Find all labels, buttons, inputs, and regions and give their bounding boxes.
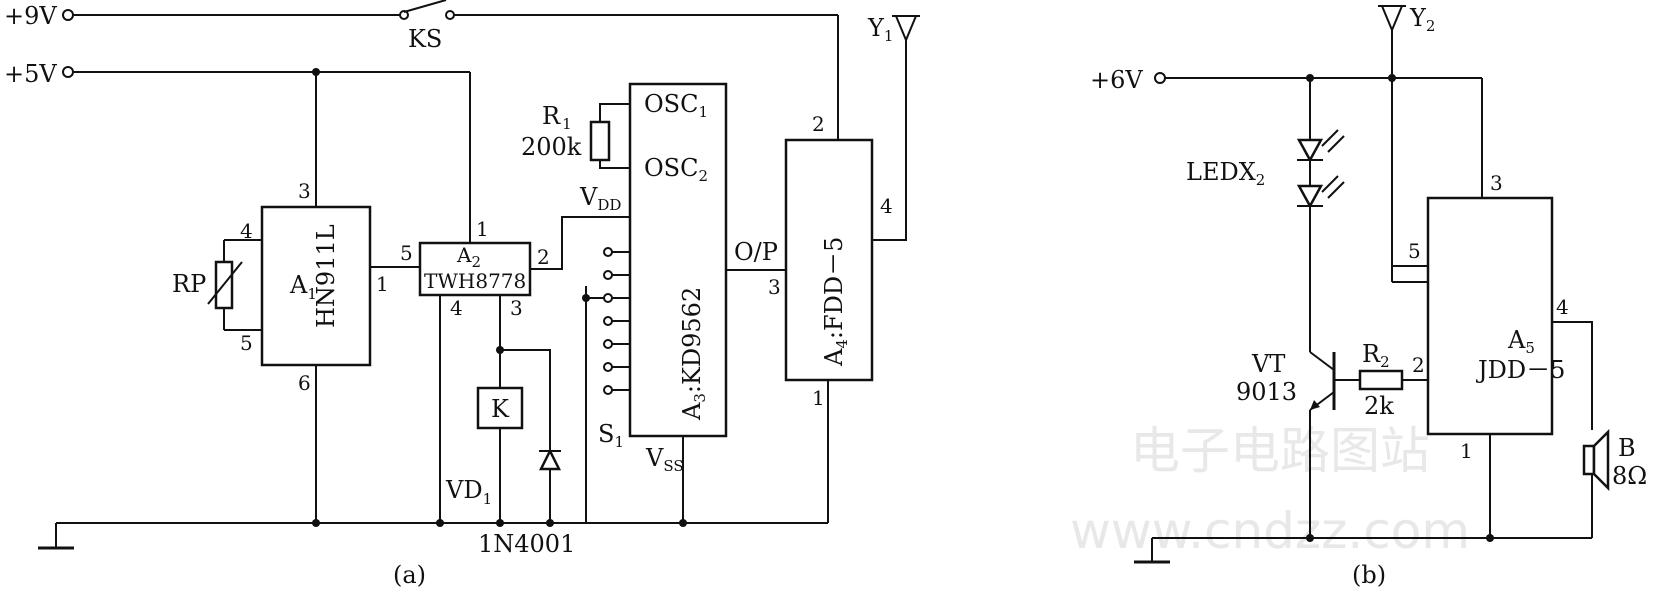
a3-osc1: OSC1 xyxy=(644,90,708,121)
a1-pin1: 1 xyxy=(376,272,389,296)
r2-value: 2k xyxy=(1364,392,1394,420)
caption-a: (a) xyxy=(393,561,426,589)
a2-part: TWH8778 xyxy=(424,269,526,293)
supply-9v-rail: +9V KS xyxy=(4,0,839,140)
label-ks: KS xyxy=(408,25,442,53)
watermark: 电子电路图站 www.cndzz.com xyxy=(1070,422,1470,560)
a2-pin3: 3 xyxy=(510,296,523,320)
a4-part: A4:FDD－5 xyxy=(820,237,851,367)
label-9v: +9V xyxy=(4,2,57,30)
a4-pin4: 4 xyxy=(880,194,893,218)
watermark-url: www.cndzz.com xyxy=(1070,502,1470,560)
supply-5v-rail: +5V xyxy=(4,60,471,243)
ic-a4: A4:FDD－5 2 4 1 xyxy=(784,40,907,523)
a5-pin1: 1 xyxy=(1460,439,1473,463)
a1-pin4: 4 xyxy=(240,219,253,243)
terminal-9v xyxy=(62,9,74,21)
terminal-6v xyxy=(1154,72,1166,84)
ground-bus-b xyxy=(1134,534,1592,564)
a5-pin3: 3 xyxy=(1490,171,1503,195)
ground-bus-a xyxy=(38,519,828,550)
terminal-5v xyxy=(62,66,74,78)
panel-a: +9V KS +5V A1 HN911L 3 4 5 1 6 xyxy=(4,0,920,589)
label-6v: +6V xyxy=(1090,66,1143,94)
speaker-name: B xyxy=(1618,434,1636,462)
speaker-b: B 8Ω xyxy=(1582,428,1647,538)
diode-vd1: VD1 1N4001 xyxy=(445,448,575,558)
speaker-value: 8Ω xyxy=(1612,462,1647,490)
a2-pin2: 2 xyxy=(537,245,550,269)
a2-pin5: 5 xyxy=(400,241,413,265)
a1-part: HN911L xyxy=(312,224,340,328)
a3-osc2: OSC2 xyxy=(644,154,708,185)
label-rp: RP xyxy=(172,270,206,298)
a1-pin5: 5 xyxy=(240,331,253,355)
a2-pin4: 4 xyxy=(450,296,463,320)
a3-vdd: VDD xyxy=(579,183,621,214)
a2-pin1: 1 xyxy=(476,217,489,241)
ledx2-label: LEDX2 xyxy=(1186,158,1265,189)
a5-pin4: 4 xyxy=(1556,295,1569,319)
a2-name: A2 xyxy=(456,243,481,271)
vt-part: 9013 xyxy=(1236,378,1297,406)
a3-op-pin: 3 xyxy=(768,275,781,299)
label-5v: +5V xyxy=(4,60,57,88)
antenna-y2: Y2 xyxy=(1378,4,1435,283)
switch-ks-blade xyxy=(403,0,447,13)
vd1-part: 1N4001 xyxy=(478,530,575,558)
ic-a5: A5 JDD－5 3 5 4 2 1 xyxy=(1408,171,1593,538)
ic-a1: A1 HN911L 3 4 5 1 6 xyxy=(240,179,389,395)
a5-part: JDD－5 xyxy=(1475,356,1565,384)
transistor-vt: VT 9013 xyxy=(1236,350,1336,538)
a3-part: A3:KD9562 xyxy=(678,287,709,421)
vt-name: VT xyxy=(1251,350,1285,378)
resistor-r2: R2 2k xyxy=(1334,340,1428,420)
panel-b: +6V LEDX2 VT 9013 xyxy=(1090,4,1647,589)
relay-k: K xyxy=(476,386,524,523)
ic-a3: OSC1 OSC2 A3:KD9562 VSS xyxy=(628,82,728,527)
a5-pin5: 5 xyxy=(1408,239,1421,263)
label-k: K xyxy=(491,395,510,423)
antenna-y1: Y1 xyxy=(867,14,920,45)
a1-name: A1 xyxy=(289,271,317,303)
a1-pin6: 6 xyxy=(298,371,311,395)
y2-label: Y2 xyxy=(1409,4,1435,35)
watermark-cn: 电子电路图站 xyxy=(1130,422,1430,480)
y1-label: Y1 xyxy=(867,14,893,45)
selector-s1: S1 xyxy=(582,247,630,523)
s1-label: S1 xyxy=(598,420,624,451)
a5-pin2: 2 xyxy=(1412,353,1425,377)
a4-pin2: 2 xyxy=(812,112,825,136)
led-string: LEDX2 xyxy=(1186,78,1345,352)
ic-a2: A2 TWH8778 1 2 4 3 xyxy=(418,217,550,320)
vd1-name: VD1 xyxy=(445,476,492,508)
a5-name: A5 xyxy=(1507,326,1535,357)
caption-b: (b) xyxy=(1352,561,1386,589)
r2-name: R2 xyxy=(1362,340,1390,371)
a1-pin3: 3 xyxy=(298,179,311,203)
rp-potentiometer: RP xyxy=(172,239,262,331)
a3-vss: VSS xyxy=(645,444,684,475)
r1-value: 200k xyxy=(521,133,582,161)
supply-6v-rail: +6V xyxy=(1090,66,1483,198)
a3-op: O/P xyxy=(734,238,778,266)
a4-pin1: 1 xyxy=(812,386,825,410)
